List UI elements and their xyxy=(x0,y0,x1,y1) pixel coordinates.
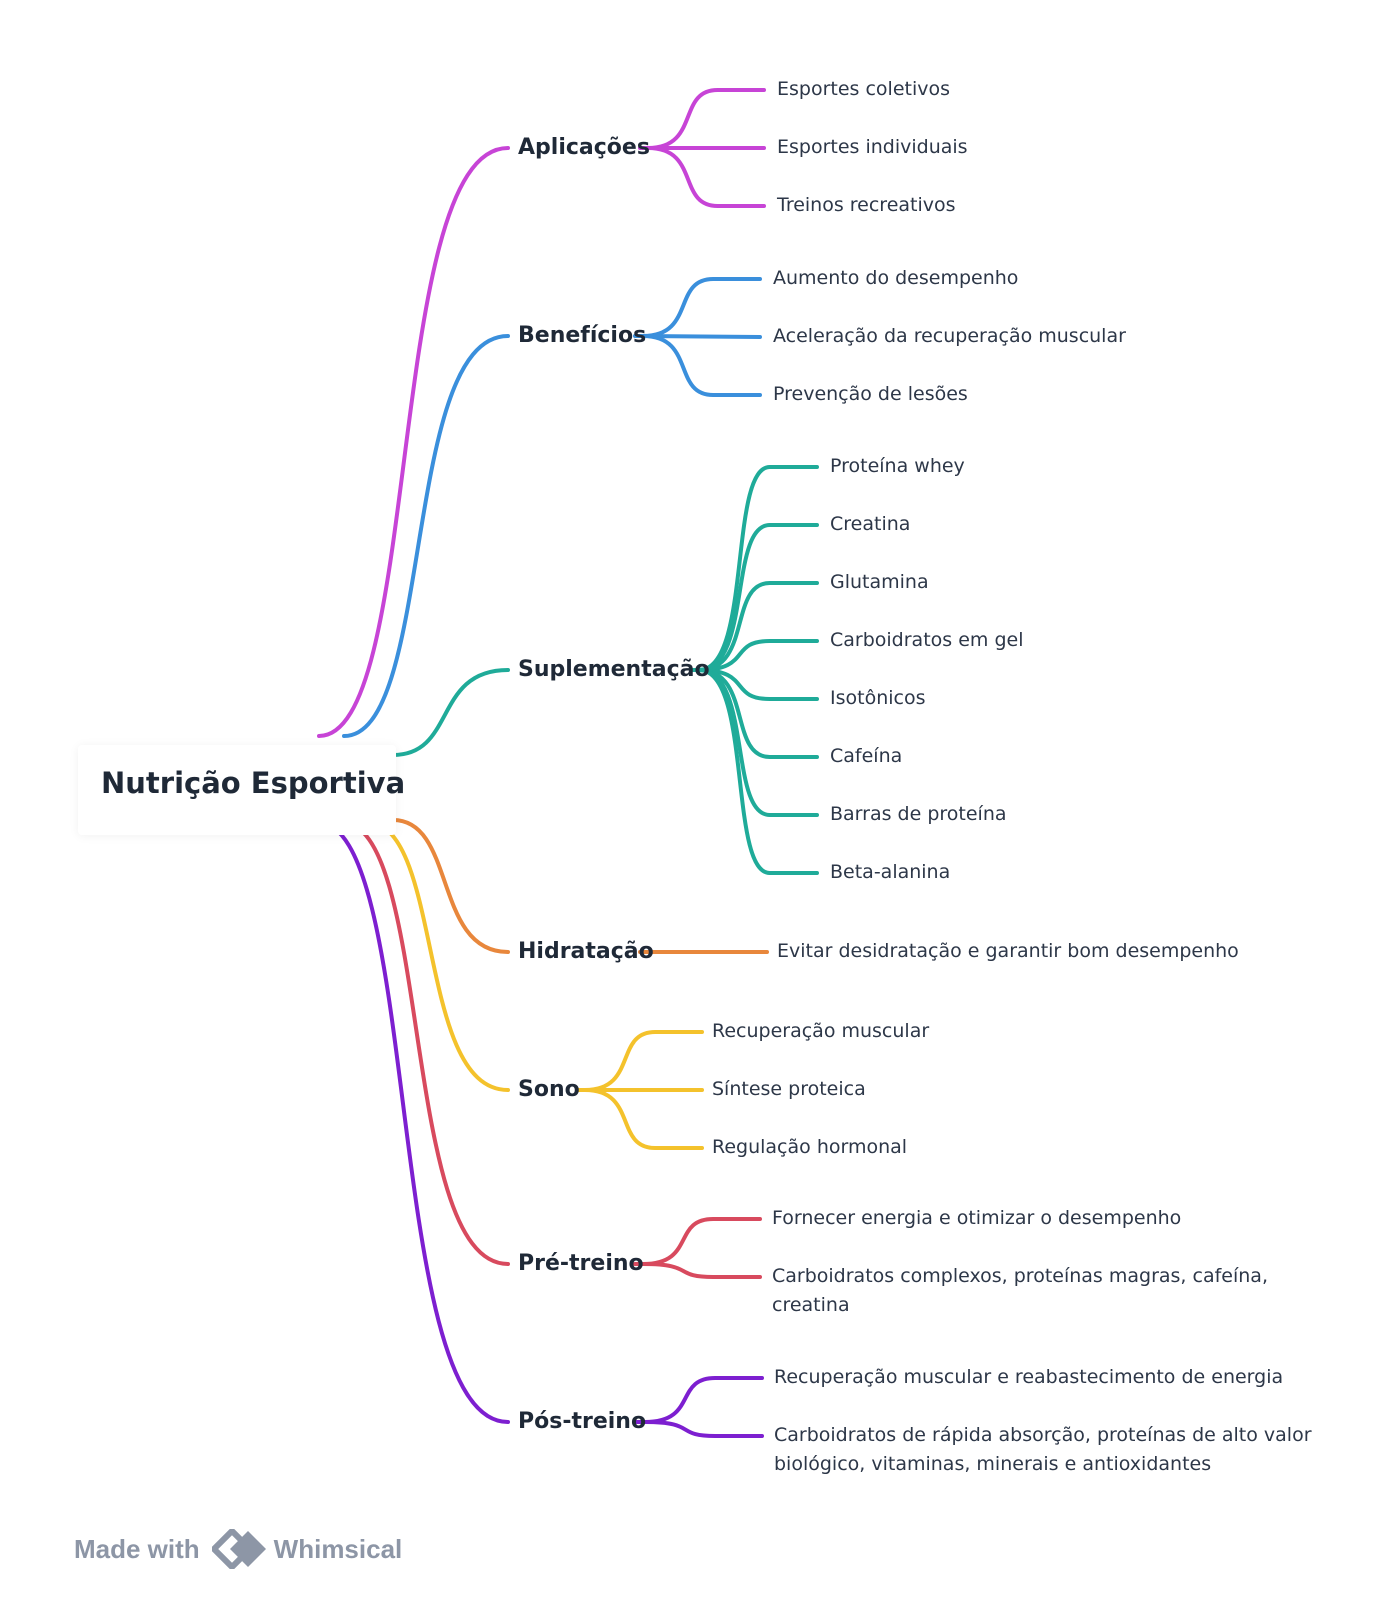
leaf-suplementacao-4[interactable]: Isotônicos xyxy=(830,687,926,709)
connector-aplicacoes-child-2 xyxy=(646,146,766,208)
leaf-aplicacoes-0[interactable]: Esportes coletivos xyxy=(777,78,951,100)
connector-suplementacao-child-3 xyxy=(697,639,819,672)
connector-pos-treino-child-1 xyxy=(643,1420,764,1438)
connector-beneficios-child-0 xyxy=(641,277,762,338)
leaf-suplementacao-1[interactable]: Creatina xyxy=(830,513,911,535)
leaf-beneficios-0[interactable]: Aumento do desempenho xyxy=(773,267,1019,289)
connector-sono-child-0 xyxy=(583,1030,704,1092)
branch-beneficios[interactable]: Benefícios xyxy=(518,323,647,348)
leaf-suplementacao-5[interactable]: Cafeína xyxy=(830,745,903,767)
connector-sono-child-2 xyxy=(583,1088,704,1150)
connector-pre-treino-child-0 xyxy=(641,1217,762,1266)
leaf-pos-treino-0[interactable]: Recuperação muscular e reabastecimento d… xyxy=(774,1366,1284,1388)
leaf-aplicacoes-1[interactable]: Esportes individuais xyxy=(777,136,968,158)
connector-aplicacoes-child-0 xyxy=(646,88,766,150)
branch-pos-treino[interactable]: Pós-treino xyxy=(518,1409,647,1434)
leaf-sono-0[interactable]: Recuperação muscular xyxy=(712,1020,930,1042)
connector-root-suplementacao xyxy=(391,668,510,757)
connector-suplementacao-child-0 xyxy=(697,465,819,672)
root-node[interactable] xyxy=(78,745,396,835)
leaf-suplementacao-2[interactable]: Glutamina xyxy=(830,571,929,593)
connector-suplementacao-child-7 xyxy=(697,668,819,875)
branch-suplementacao[interactable]: Suplementação xyxy=(518,657,710,682)
made-with-whimsical-badge[interactable]: Made with Whimsical xyxy=(74,1529,402,1569)
connector-pre-treino-child-1 xyxy=(641,1262,762,1279)
connector-beneficios-child-2 xyxy=(641,334,762,397)
whimsical-logo-icon xyxy=(211,1529,266,1569)
leaf-pre-treino-1[interactable]: Carboidratos complexos, proteínas magras… xyxy=(772,1265,1268,1316)
connector-suplementacao-child-2 xyxy=(697,581,819,672)
leaf-aplicacoes-2[interactable]: Treinos recreativos xyxy=(777,194,956,216)
connector-root-aplicacoes xyxy=(317,146,510,738)
leaf-pos-treino-1[interactable]: Carboidratos de rápida absorção, proteín… xyxy=(774,1424,1312,1475)
branch-hidratacao[interactable]: Hidratação xyxy=(518,939,654,964)
leaf-pre-treino-0[interactable]: Fornecer energia e otimizar o desempenho xyxy=(772,1207,1182,1229)
connector-root-pos-treino xyxy=(315,820,510,1424)
leaf-sono-2[interactable]: Regulação hormonal xyxy=(712,1136,908,1158)
connector-suplementacao-child-1 xyxy=(697,523,819,672)
branch-pre-treino[interactable]: Pré-treino xyxy=(518,1251,644,1276)
leaf-suplementacao-6[interactable]: Barras de proteína xyxy=(830,803,1007,825)
connector-root-beneficios xyxy=(342,334,510,738)
connector-root-pre-treino xyxy=(339,820,510,1266)
leaf-suplementacao-0[interactable]: Proteína whey xyxy=(830,455,965,477)
leaf-beneficios-1[interactable]: Aceleração da recuperação muscular xyxy=(773,325,1126,347)
connector-pos-treino-child-0 xyxy=(643,1376,764,1424)
whimsical-brand-text: Whimsical xyxy=(273,1533,403,1564)
made-with-text: Made with xyxy=(74,1533,200,1564)
leaf-suplementacao-7[interactable]: Beta-alanina xyxy=(830,861,951,883)
branch-aplicacoes[interactable]: Aplicações xyxy=(518,135,650,160)
connector-suplementacao-child-6 xyxy=(697,668,819,817)
connector-beneficios-child-1 xyxy=(641,334,762,339)
connector-root-hidratacao xyxy=(391,818,510,954)
leaf-beneficios-2[interactable]: Prevenção de lesões xyxy=(773,383,968,405)
root-label: Nutrição Esportiva xyxy=(101,766,406,800)
leaf-sono-1[interactable]: Síntese proteica xyxy=(712,1078,866,1100)
leaf-suplementacao-3[interactable]: Carboidratos em gel xyxy=(830,629,1024,651)
connector-suplementacao-child-4 xyxy=(697,668,819,701)
connector-root-sono xyxy=(364,820,510,1092)
branch-sono[interactable]: Sono xyxy=(518,1077,580,1102)
leaf-hidratacao-0[interactable]: Evitar desidratação e garantir bom desem… xyxy=(777,940,1239,962)
